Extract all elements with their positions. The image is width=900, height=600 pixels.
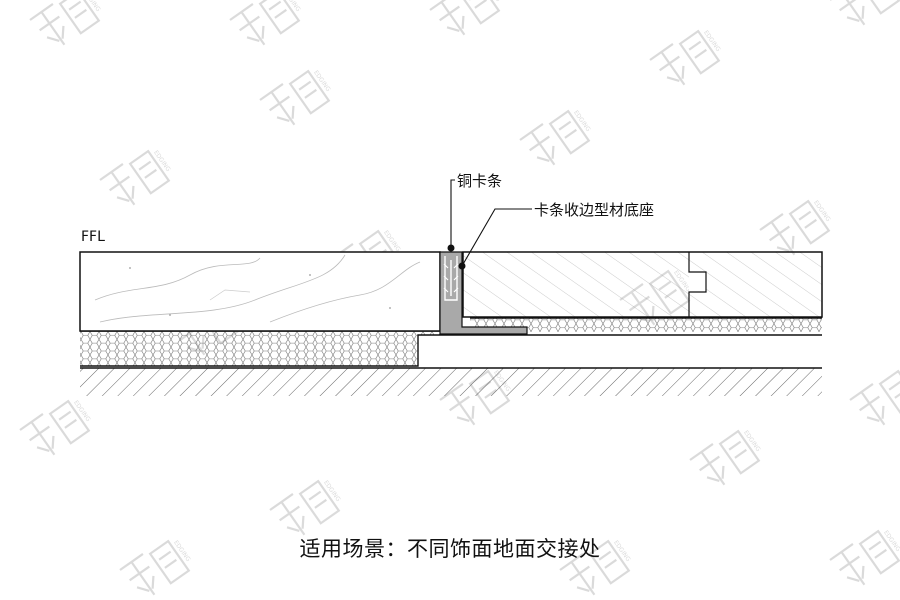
watermark-logo: EDGING [829,0,900,26]
mortar-layer [80,318,822,366]
stone-tile [79,251,441,332]
watermark-logo: EDGING [229,0,302,46]
leader-dot-base [458,262,466,270]
watermark-logo: EDGING [429,0,502,36]
watermark-logo: EDGING [19,399,92,456]
ffl-label: FFL [81,229,105,245]
watermark-logo: EDGING [689,429,762,486]
watermark-logo: EDGING [649,29,722,86]
callout-profile-base: 卡条收边型材底座 [534,201,654,219]
watermark-logo: EDGING [519,109,592,166]
leader-dot-strip [447,244,455,252]
watermark-logo: EDGING [849,369,900,426]
copper-strip-profile [439,251,528,335]
caption: 适用场景：不同饰面地面交接处 [299,537,601,561]
substrate-hatch [80,368,822,396]
watermark-logo: EDGING [259,69,332,126]
leader-lines [450,179,532,267]
wood-floor [462,251,823,318]
watermark-logo: EDGING [29,0,102,46]
watermark-logo: EDGING [99,149,172,206]
callout-copper-strip: 铜卡条 [457,172,502,190]
